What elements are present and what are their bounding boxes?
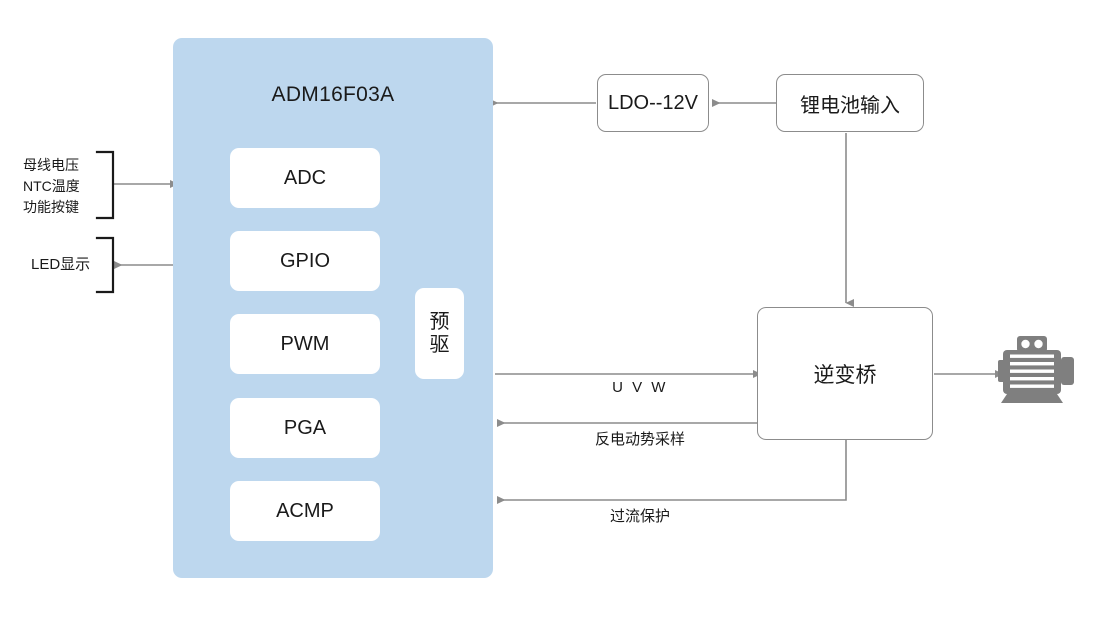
predriver-label-line1: 预 bbox=[429, 310, 450, 333]
peripheral-block-pga[interactable]: PGA bbox=[230, 398, 380, 458]
predriver-label-line2: 驱 bbox=[429, 333, 450, 356]
sensor-input-bus-voltage: 母线电压 bbox=[23, 157, 79, 173]
sensor-inputs-label: 母线电压 NTC温度 功能按键 bbox=[23, 155, 80, 218]
edge-label-bemf: 反电动势采样 bbox=[594, 431, 685, 448]
led-bracket bbox=[95, 236, 115, 294]
sensor-input-ntc-temp: NTC温度 bbox=[23, 178, 80, 194]
peripheral-block-pwm[interactable]: PWM bbox=[230, 314, 380, 374]
peripheral-block-gpio[interactable]: GPIO bbox=[230, 231, 380, 291]
motor-icon bbox=[998, 336, 1074, 403]
ldo-block[interactable]: LDO--12V bbox=[597, 74, 709, 132]
sensor-input-function-key: 功能按键 bbox=[23, 199, 79, 215]
edge-ocp bbox=[497, 440, 847, 504]
edge-label-uvw: U V W bbox=[612, 379, 668, 396]
mcu-title: ADM16F03A bbox=[271, 83, 395, 106]
sensors-bracket bbox=[95, 150, 115, 220]
edge-label-ocp: 过流保护 bbox=[609, 508, 670, 525]
predriver-block[interactable]: 预 驱 bbox=[415, 288, 464, 379]
battery-input-block[interactable]: 锂电池输入 bbox=[776, 74, 924, 132]
inverter-bridge-block[interactable]: 逆变桥 bbox=[757, 307, 933, 440]
peripheral-block-adc[interactable]: ADC bbox=[230, 148, 380, 208]
peripheral-block-acmp[interactable]: ACMP bbox=[230, 481, 380, 541]
led-display-label: LED显示 bbox=[31, 256, 91, 273]
